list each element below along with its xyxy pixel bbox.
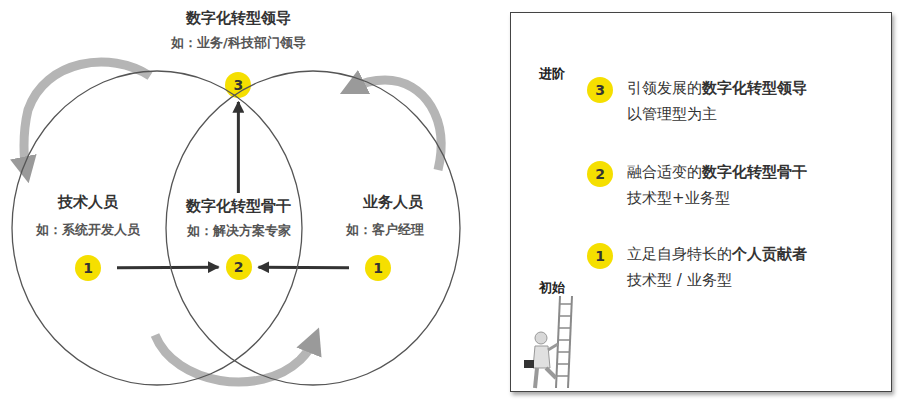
level-text: 融合适变的数字化转型骨干技术型+业务型 bbox=[627, 159, 807, 211]
callout-number: 1 bbox=[75, 255, 101, 281]
level-label: 进阶 bbox=[539, 65, 565, 83]
arrow-connector bbox=[237, 102, 240, 193]
level-text: 立足自身特长的个人贡献者技术型 / 业务型 bbox=[627, 241, 807, 293]
group-circle: 业务人员如：客户经理 1 bbox=[165, 70, 461, 386]
level-type: 技术型+业务型 bbox=[627, 185, 807, 211]
level-text: 引领发展的数字化转型领导以管理型为主 bbox=[627, 75, 807, 127]
role-title: 数字化转型骨干 bbox=[186, 196, 291, 216]
level-type: 技术型 / 业务型 bbox=[627, 267, 807, 293]
role-title: 业务人员 bbox=[363, 192, 423, 212]
role-node: 数字化转型领导如：业务/科技部门领导 3 bbox=[171, 8, 306, 98]
level-label: 初始 bbox=[539, 279, 565, 297]
level-item: 3引领发展的数字化转型领导以管理型为主 bbox=[587, 77, 807, 127]
role-node: 数字化转型骨干如：解决方案专家 2 bbox=[186, 196, 291, 280]
circle-outline bbox=[12, 71, 302, 385]
level-title: 立足自身特长的个人贡献者 bbox=[627, 241, 807, 267]
callout-number: 2 bbox=[226, 254, 252, 280]
level-type: 以管理型为主 bbox=[627, 101, 807, 127]
callout-node: 1 bbox=[75, 255, 101, 281]
level-title-bold: 个人贡献者 bbox=[732, 245, 807, 263]
callout-number: 2 bbox=[587, 161, 613, 187]
arrow-connector bbox=[117, 266, 219, 270]
callout-number: 3 bbox=[225, 72, 251, 98]
level-title: 引领发展的数字化转型领导 bbox=[627, 75, 807, 101]
callout-number: 3 bbox=[587, 77, 613, 103]
callout-node: 1 bbox=[365, 255, 391, 281]
level-title-lead: 融合适变的 bbox=[627, 163, 702, 181]
callout-number: 1 bbox=[365, 255, 391, 281]
role-example: 如：业务/科技部门领导 bbox=[171, 34, 306, 52]
role-example: 如：解决方案专家 bbox=[187, 222, 291, 240]
role-title: 数字化转型领导 bbox=[186, 8, 291, 28]
cycle-arrow bbox=[352, 80, 441, 170]
cycle-arrow bbox=[24, 62, 150, 170]
level-title: 融合适变的数字化转型骨干 bbox=[627, 159, 807, 185]
role-example: 如：系统开发人员 bbox=[36, 221, 140, 239]
role-example: 如：客户经理 bbox=[346, 221, 424, 239]
callout-number: 1 bbox=[587, 243, 613, 269]
legend-panel: 进阶初始3引领发展的数字化转型领导以管理型为主2融合适变的数字化转型骨干技术型+… bbox=[510, 12, 892, 392]
level-title-bold: 数字化转型领导 bbox=[702, 79, 807, 97]
ladder-climber bbox=[524, 296, 572, 388]
level-title-lead: 引领发展的 bbox=[627, 79, 702, 97]
level-item: 1立足自身特长的个人贡献者技术型 / 业务型 bbox=[587, 243, 807, 293]
level-title-bold: 数字化转型骨干 bbox=[702, 163, 807, 181]
circle-outline bbox=[166, 71, 460, 385]
role-title: 技术人员 bbox=[58, 192, 118, 212]
arrow-connector bbox=[258, 266, 349, 270]
level-title-lead: 立足自身特长的 bbox=[627, 245, 732, 263]
cycle-arrow bbox=[155, 335, 314, 382]
level-item: 2融合适变的数字化转型骨干技术型+业务型 bbox=[587, 161, 807, 211]
